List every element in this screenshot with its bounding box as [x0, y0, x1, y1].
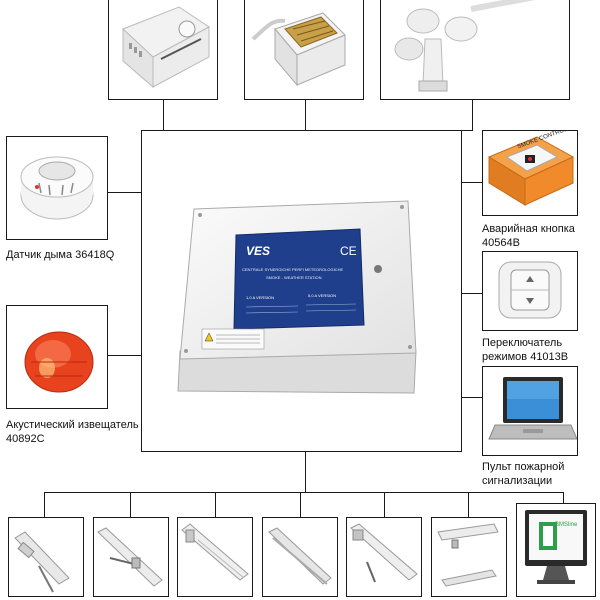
smoke-detector-box: [6, 136, 108, 240]
emergency-button-icon: SMOKE CONTROL: [487, 131, 575, 206]
connector-bottom-trunk: [305, 452, 306, 492]
bms-monitor-icon: BMSline: [525, 510, 587, 584]
smoke-detector-icon: [20, 156, 94, 220]
connector-bottom-6: [468, 492, 469, 517]
emergency-button-label-line1: Аварийная кнопка: [482, 223, 575, 235]
central-unit-ce-mark: CE: [340, 244, 357, 258]
actuator-box-1: [8, 517, 84, 597]
laptop-icon: [488, 377, 577, 440]
connector-bottom-5: [384, 492, 385, 517]
central-unit-subtitle: SMOKE - WEATHER STATION: [266, 275, 322, 280]
emergency-button-label-line2: 40564B: [482, 237, 520, 249]
actuator-box-3: [177, 517, 253, 597]
linear-actuator-icon: [97, 527, 163, 587]
connector-bottom-7: [563, 492, 564, 503]
central-unit-version-right: 5,0 A VERSION: [308, 293, 336, 298]
fire-panel-label-line1: Пульт пожарной: [482, 461, 565, 473]
central-unit-enclosure: VES CE CENTRALE SYNERGICHE PERFI METEORO…: [177, 200, 417, 394]
bracket-actuator-icon: [437, 523, 499, 587]
central-unit-brand: VES: [246, 244, 270, 258]
acoustic-alarm-label-line1: Акустический извещатель: [6, 419, 139, 431]
connector-right-3: [462, 397, 482, 398]
acoustic-alarm-box: [6, 305, 108, 409]
mode-switch-label: Переключатель режимов 41013B: [482, 336, 568, 364]
acoustic-alarm-icon: [24, 331, 94, 393]
connector-right-1: [462, 182, 482, 183]
rain-sensor-icon: [251, 12, 346, 87]
anemometer-box: [380, 0, 570, 100]
connector-right-2: [462, 293, 482, 294]
chain-actuator-icon: [14, 531, 70, 593]
fire-panel-label-line2: сигнализации: [482, 475, 553, 487]
connector-top-right: [472, 100, 473, 131]
connector-left-lower: [108, 355, 141, 356]
connector-bottom-1: [44, 492, 45, 517]
acoustic-alarm-label: Акустический извещатель 40892C: [6, 418, 139, 446]
fire-panel-box: [482, 366, 578, 456]
double-actuator-icon: [350, 523, 418, 583]
bms-logo-text: BMSline: [555, 522, 578, 528]
connector-bottom-4: [300, 492, 301, 517]
emergency-button-box: SMOKE CONTROL: [482, 130, 578, 216]
thermostat-box: [108, 0, 218, 100]
thermostat-icon: [122, 6, 210, 89]
bar-actuator-icon: [181, 523, 249, 581]
mode-switch-label-line1: Переключатель: [482, 337, 563, 349]
mode-switch-label-line2: режимов 41013B: [482, 351, 569, 363]
central-unit-title: CENTRALE SYNERGICHE PERFI METEOROLOGICHE: [242, 267, 343, 272]
mode-switch-icon: [498, 261, 562, 319]
anemometer-icon: [394, 0, 536, 92]
emergency-button-label: Аварийная кнопка 40564B: [482, 222, 575, 250]
smoke-detector-label: Датчик дыма 36418Q: [6, 249, 115, 261]
rod-actuator-icon: [268, 527, 332, 585]
connector-bottom-3: [215, 492, 216, 517]
connector-top-center: [305, 100, 306, 131]
bms-box: BMSline: [516, 503, 596, 597]
central-unit-box: VES CE CENTRALE SYNERGICHE PERFI METEORO…: [141, 130, 462, 452]
actuator-box-4: [262, 517, 338, 597]
acoustic-alarm-label-line2: 40892C: [6, 433, 45, 445]
connector-top-left: [163, 100, 164, 131]
connector-bottom-horizontal: [44, 492, 564, 493]
actuator-box-5: [346, 517, 422, 597]
rain-sensor-box: [244, 0, 364, 100]
actuator-box-6: [431, 517, 507, 597]
mode-switch-box: [482, 251, 578, 331]
central-unit-version-left: 1,0 A VERSION: [246, 295, 274, 300]
actuator-box-2: [93, 517, 169, 597]
connector-bottom-2: [130, 492, 131, 517]
connector-left-upper: [108, 192, 141, 193]
fire-panel-label: Пульт пожарной сигнализации: [482, 460, 564, 488]
